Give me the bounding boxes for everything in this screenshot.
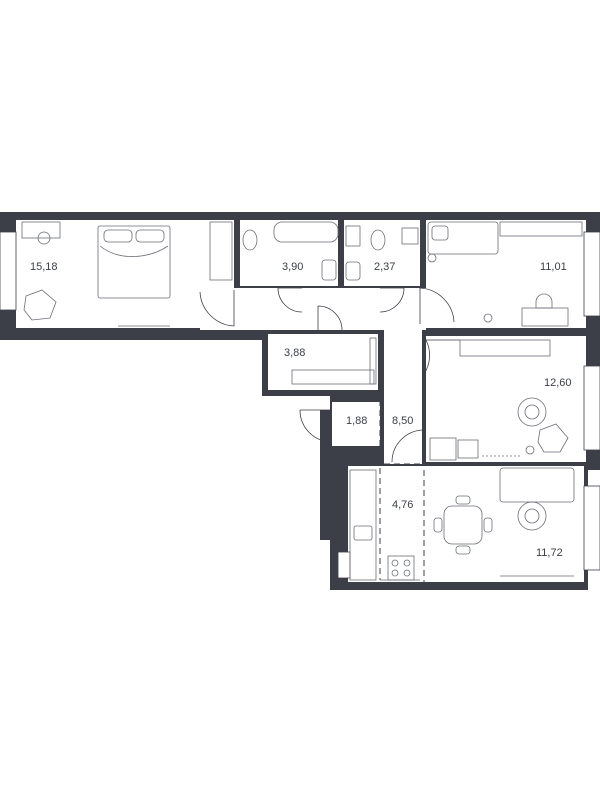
plant-icon [483,313,493,323]
bedroom-top-right-furniture [427,221,583,327]
washbasin [345,261,361,281]
dining-table [443,505,483,545]
area-label: 8,50 [392,415,413,427]
boiler [345,225,361,247]
toilet-bowl [242,229,258,251]
door-swings [199,287,460,463]
area-label: 3,90 [282,261,303,273]
area-label: 2,37 [374,261,395,273]
closet-furniture [291,337,377,385]
sink [321,259,337,281]
area-label: 12,60 [544,377,572,389]
area-label: 15,18 [30,261,58,273]
bath-fixtures [242,221,419,281]
washing-machine [401,227,419,245]
windows [0,231,600,579]
desk-chair [37,231,51,245]
armchair-right [537,423,569,453]
crib [429,437,457,461]
wardrobe-top [499,221,583,237]
bed [97,225,171,299]
partitions [379,400,425,582]
area-label: 11,72 [536,547,563,559]
sofa-bed [427,221,499,255]
sofa [499,467,575,503]
kitchen-furniture [349,469,420,581]
area-label: 11,01 [540,261,567,273]
bedroom-middle-right-furniture [429,339,569,461]
bedroom-left-furniture [21,221,233,327]
toilet-bowl-2 [370,229,386,251]
living-room-furniture [433,467,575,577]
area-label: 1,88 [346,415,367,427]
area-labels: 15,18 3,90 2,37 11,01 3,88 1,88 8,50 12,… [30,261,572,559]
armchair [23,289,57,321]
area-label: 4,76 [392,499,413,511]
room-interiors [16,220,586,582]
desk [21,221,61,239]
dresser [457,439,479,459]
bathtub [273,221,339,243]
sink-kitchen [353,525,373,541]
area-label: 3,88 [284,347,305,359]
wardrobe-left [209,221,233,281]
wardrobe-middle [459,339,551,357]
rug [517,397,547,427]
desk-chair-right [535,293,553,309]
counter [349,469,377,581]
rug-living [517,501,547,531]
